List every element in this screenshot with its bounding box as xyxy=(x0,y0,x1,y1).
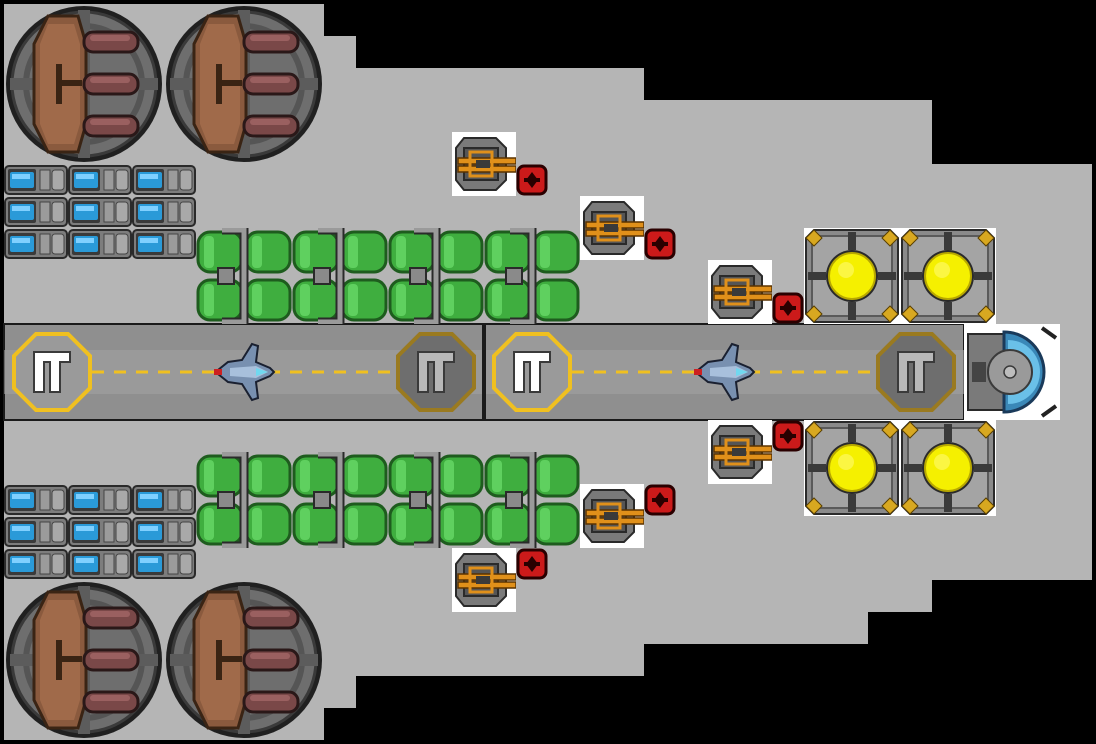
gun-turret-icon[interactable] xyxy=(580,196,644,260)
battery-cell-icon[interactable] xyxy=(132,197,196,227)
hangar-bay-icon[interactable] xyxy=(12,332,476,412)
cockpit-bridge-icon[interactable] xyxy=(964,324,1060,420)
battery-cell-icon[interactable] xyxy=(132,229,196,259)
gun-turret-icon[interactable] xyxy=(452,132,516,196)
battery-cell-icon[interactable] xyxy=(132,485,196,515)
battery-cell-icon[interactable] xyxy=(4,229,68,259)
ammo-box-icon[interactable] xyxy=(772,292,804,324)
landing-pad-icon xyxy=(12,332,92,412)
battery-cell-icon[interactable] xyxy=(68,517,132,547)
gun-turret-icon[interactable] xyxy=(708,420,772,484)
engine-thruster-icon[interactable] xyxy=(6,6,162,162)
power-reactor-icon[interactable] xyxy=(900,420,996,516)
battery-cell-icon[interactable] xyxy=(4,485,68,515)
battery-cell-icon[interactable] xyxy=(4,197,68,227)
battery-cell-icon[interactable] xyxy=(68,165,132,195)
engine-thruster-icon[interactable] xyxy=(166,6,322,162)
engine-thruster-icon[interactable] xyxy=(166,582,322,738)
battery-cell-icon[interactable] xyxy=(4,549,68,579)
hangar-bay-icon[interactable] xyxy=(492,332,956,412)
power-reactor-icon[interactable] xyxy=(804,420,900,516)
gun-turret-icon[interactable] xyxy=(580,484,644,548)
battery-cell-icon[interactable] xyxy=(132,549,196,579)
battery-cell-icon[interactable] xyxy=(68,549,132,579)
battery-cell-icon[interactable] xyxy=(68,229,132,259)
battery-cell-icon[interactable] xyxy=(132,165,196,195)
gun-turret-icon[interactable] xyxy=(708,260,772,324)
ammo-box-icon[interactable] xyxy=(516,164,548,196)
power-reactor-icon[interactable] xyxy=(804,228,900,324)
engine-thruster-icon[interactable] xyxy=(6,582,162,738)
power-reactor-icon[interactable] xyxy=(900,228,996,324)
battery-cell-icon[interactable] xyxy=(4,517,68,547)
battery-bank-bottom xyxy=(4,485,196,579)
landing-pad-icon xyxy=(492,332,572,412)
battery-bank-top xyxy=(4,165,196,259)
battery-cell-icon[interactable] xyxy=(132,517,196,547)
battery-cell-icon[interactable] xyxy=(4,165,68,195)
ammo-box-icon[interactable] xyxy=(772,420,804,452)
battery-cell-icon[interactable] xyxy=(68,197,132,227)
landing-pad-icon xyxy=(876,332,956,412)
battery-cell-icon[interactable] xyxy=(68,485,132,515)
ammo-box-icon[interactable] xyxy=(644,228,676,260)
gun-turret-icon[interactable] xyxy=(452,548,516,612)
ammo-box-icon[interactable] xyxy=(516,548,548,580)
ammo-box-icon[interactable] xyxy=(644,484,676,516)
landing-pad-icon xyxy=(396,332,476,412)
